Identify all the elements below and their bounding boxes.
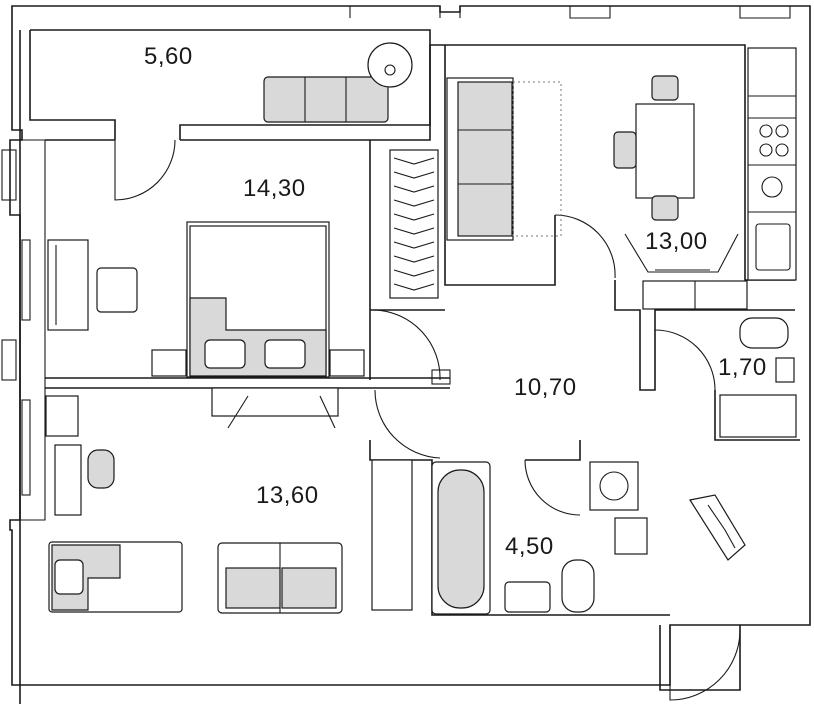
children-room-furniture	[45, 387, 413, 614]
hall-plant	[689, 494, 746, 561]
area-label-bedroom: 14,30	[243, 175, 306, 202]
bathroom-fixtures	[431, 461, 648, 615]
wardrobe-hatch	[393, 157, 435, 291]
area-label-kitchen-living: 13,00	[645, 228, 708, 255]
area-label-children-room: 13,60	[256, 482, 319, 509]
wc-fixtures	[719, 317, 797, 438]
area-label-bathroom: 4,50	[505, 533, 554, 560]
area-label-balcony: 5,60	[144, 43, 193, 70]
balcony-furniture	[263, 42, 413, 123]
area-label-wc: 1,70	[718, 354, 767, 381]
bedroom-furniture	[47, 149, 439, 378]
kitchen-units	[642, 47, 797, 310]
doors	[114, 139, 741, 701]
left-windows	[1, 149, 31, 496]
living-furniture	[446, 75, 739, 273]
area-label-hall: 10,70	[514, 374, 577, 401]
